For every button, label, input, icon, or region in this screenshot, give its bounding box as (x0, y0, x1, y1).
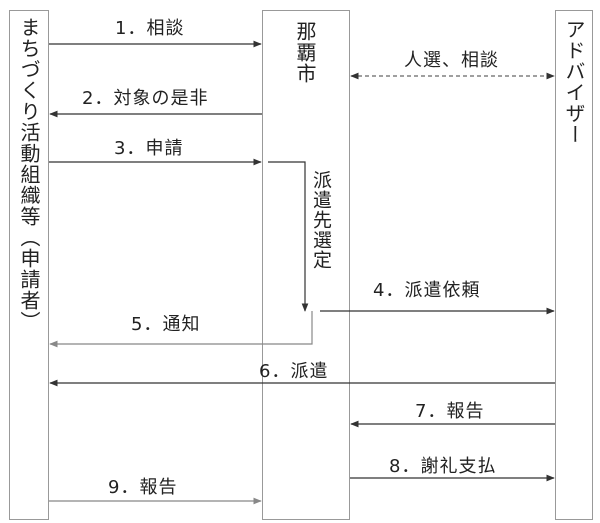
label-2: 2．対象の是非 (82, 88, 209, 109)
label-4: 4．派遣依頼 (373, 280, 481, 301)
label-3: 3．申請 (114, 138, 184, 159)
label-8: 8．謝礼支払 (389, 456, 497, 477)
lane-applicant-label: まちづくり活動組織等（申請者） (17, 17, 41, 332)
label-7: 7．報告 (415, 401, 485, 422)
lane-applicant: まちづくり活動組織等（申請者） (9, 10, 49, 520)
label-6: 6．派遣 (259, 361, 329, 382)
arrow-selection (268, 161, 309, 312)
label-9: 9．報告 (108, 477, 178, 498)
selection-note: 派遣先選定 (310, 170, 332, 270)
arrow-5 (49, 311, 313, 348)
lane-city-label: 那覇市 (293, 21, 317, 84)
label-1: 1．相談 (115, 18, 185, 39)
lane-city: 那覇市 (262, 10, 350, 520)
label-consult: 人選、相談 (404, 50, 499, 71)
label-5: 5．通知 (131, 314, 201, 335)
lane-advisor-label: アドバイザー (562, 19, 586, 145)
lane-advisor: アドバイザー (555, 10, 593, 520)
